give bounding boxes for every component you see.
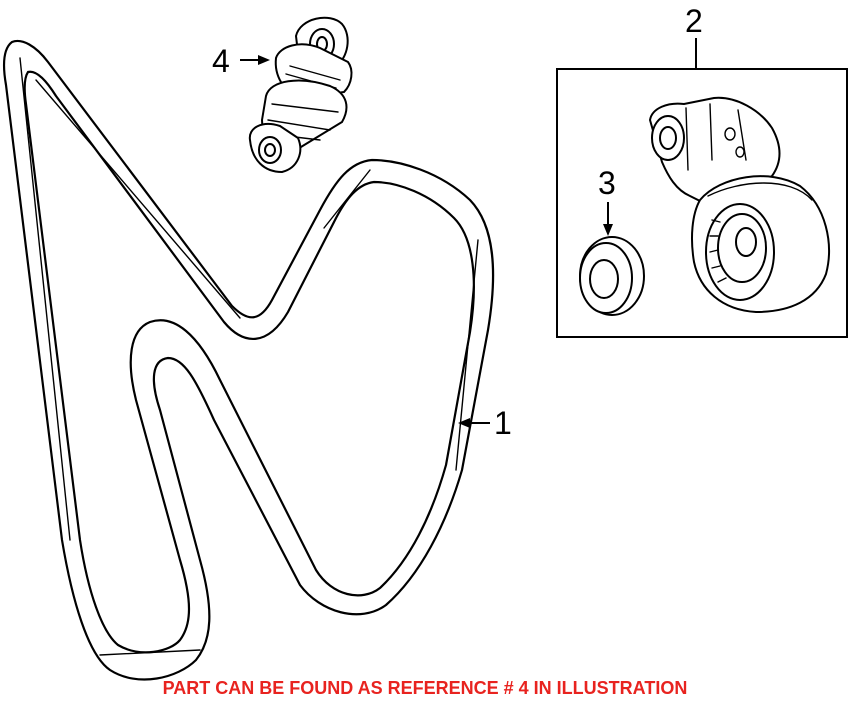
callout-3-label: 3 [598, 165, 616, 201]
callout-4-label: 4 [212, 43, 230, 79]
pulley-dust-cap [579, 236, 645, 316]
callout-1-label: 1 [494, 405, 512, 441]
callout-4-arrow [240, 55, 270, 65]
tensioner-damper [248, 16, 353, 173]
callout-1-arrow [458, 418, 490, 428]
serpentine-belt [2, 39, 495, 681]
assembly-frame [556, 68, 848, 338]
tensioner-assembly [649, 96, 830, 313]
callout-2-label: 2 [685, 3, 703, 39]
callout-3-arrow [603, 202, 613, 236]
reference-notice: PART CAN BE FOUND AS REFERENCE # 4 IN IL… [163, 678, 688, 698]
